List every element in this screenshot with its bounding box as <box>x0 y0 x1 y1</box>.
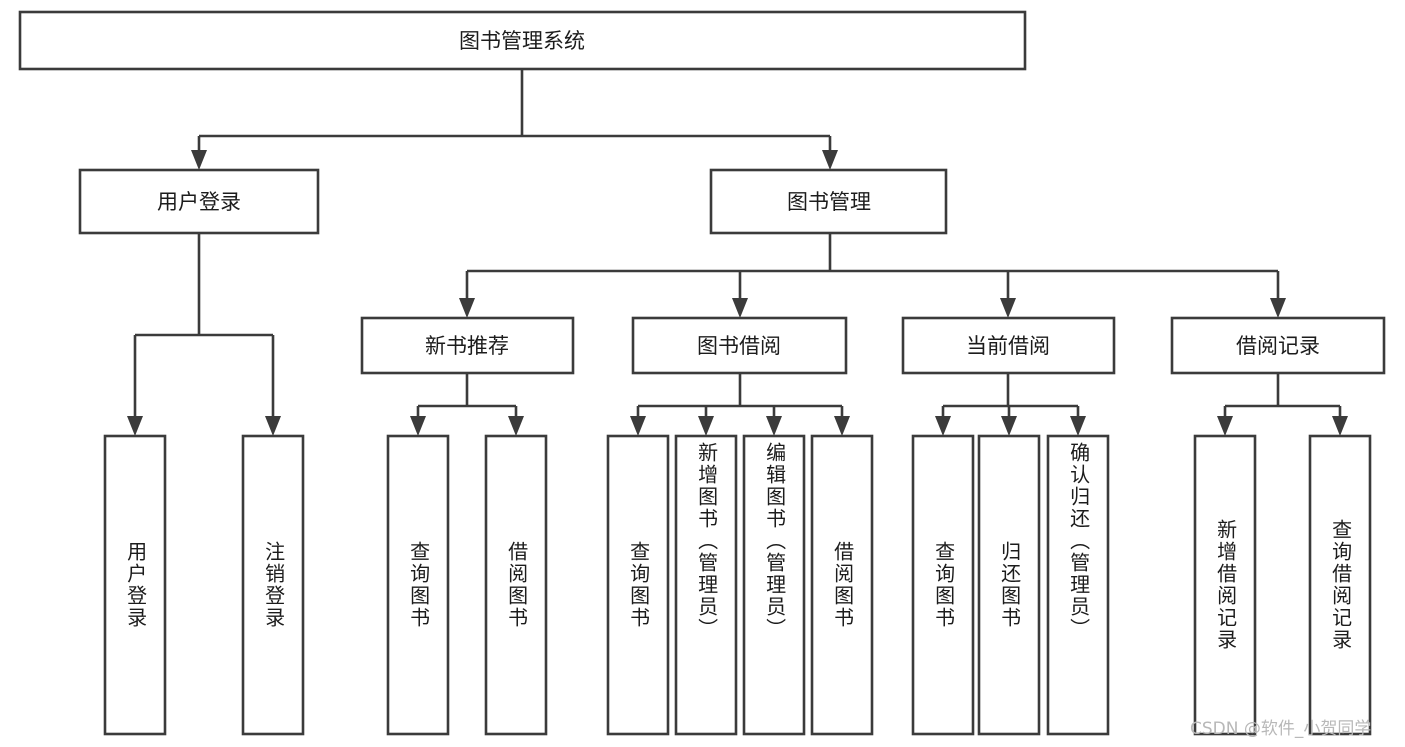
label-user-login: 用户登录 <box>157 190 241 214</box>
leaf-box-query-book-1[interactable] <box>386 434 450 736</box>
arrow-bm-to-new-book-recommend <box>459 298 475 318</box>
label-new-book-recommend: 新书推荐 <box>425 334 509 358</box>
leaf-label-add-record: 新增借阅记录 <box>1213 519 1238 651</box>
arrow-user-login-leaf-1 <box>127 416 143 436</box>
node-book-management[interactable] <box>709 168 948 235</box>
leaf-label-host-query-book-1: 查询图书 <box>388 436 448 734</box>
leaf-label-logout: 注销登录 <box>261 541 286 629</box>
node-current-borrow[interactable] <box>901 316 1116 375</box>
arrow-nbr-leaf-1 <box>410 416 426 436</box>
arrow-root-to-user-login <box>191 150 207 170</box>
arrow-bm-to-current-borrow <box>1000 298 1016 318</box>
leaf-box-confirm-return[interactable] <box>1046 434 1110 736</box>
node-borrow-record[interactable] <box>1170 316 1386 375</box>
leaf-label-host-query-book-2: 查询图书 <box>608 436 668 734</box>
node-book-borrow[interactable] <box>631 316 848 375</box>
leaf-box-return-book[interactable] <box>977 434 1041 736</box>
leaf-box-borrow-book-2[interactable] <box>810 434 874 736</box>
arrow-bm-to-borrow-record <box>1270 298 1286 318</box>
leaf-label-edit-book: 编辑图书（管理员） <box>762 442 787 640</box>
leaf-label-query-book-2: 查询图书 <box>626 541 651 629</box>
arrow-nbr-leaf-2 <box>508 416 524 436</box>
leaf-label-borrow-book-1: 借阅图书 <box>504 541 529 629</box>
leaf-label-confirm-return: 确认归还（管理员） <box>1066 442 1091 640</box>
leaf-label-host-user-login: 用户登录 <box>105 436 165 734</box>
leaf-label-host-query-book-3: 查询图书 <box>913 436 973 734</box>
arrow-cb-leaf-3 <box>1070 416 1086 436</box>
leaf-label-host-add-book: 新增图书（管理员） <box>676 436 736 734</box>
leaf-label-host-add-record: 新增借阅记录 <box>1195 436 1255 734</box>
arrow-cb-leaf-1 <box>935 416 951 436</box>
arrow-root-to-book-management <box>822 150 838 170</box>
node-user-login[interactable] <box>78 168 320 235</box>
leaf-box-query-record[interactable] <box>1308 434 1372 736</box>
leaf-box-add-book[interactable] <box>674 434 738 736</box>
leaf-label-host-edit-book: 编辑图书（管理员） <box>744 436 804 734</box>
leaf-label-query-record: 查询借阅记录 <box>1328 519 1353 651</box>
arrow-bb-leaf-3 <box>766 416 782 436</box>
leaf-box-add-record[interactable] <box>1193 434 1257 736</box>
label-book-management-system: 图书管理系统 <box>459 29 585 53</box>
label-current-borrow: 当前借阅 <box>966 334 1050 358</box>
leaf-label-add-book: 新增图书（管理员） <box>694 442 719 640</box>
leaf-box-query-book-2[interactable] <box>606 434 670 736</box>
leaf-box-logout[interactable] <box>241 434 305 736</box>
leaf-label-host-logout: 注销登录 <box>243 436 303 734</box>
arrow-bb-leaf-2 <box>698 416 714 436</box>
leaf-label-host-borrow-book-2: 借阅图书 <box>812 436 872 734</box>
watermark-text: CSDN @软件_小贺同学 <box>1190 719 1372 739</box>
leaf-label-host-confirm-return: 确认归还（管理员） <box>1048 436 1108 734</box>
leaf-label-borrow-book-2: 借阅图书 <box>830 541 855 629</box>
arrow-bb-leaf-4 <box>834 416 850 436</box>
leaf-box-user-login[interactable] <box>103 434 167 736</box>
arrow-user-login-leaf-2 <box>265 416 281 436</box>
leaf-box-borrow-book-1[interactable] <box>484 434 548 736</box>
leaf-label-host-return-book: 归还图书 <box>979 436 1039 734</box>
node-new-book-recommend[interactable] <box>360 316 575 375</box>
leaf-label-return-book: 归还图书 <box>997 541 1022 629</box>
leaf-box-edit-book[interactable] <box>742 434 806 736</box>
arrow-cb-leaf-2 <box>1001 416 1017 436</box>
leaf-label-host-borrow-book-1: 借阅图书 <box>486 436 546 734</box>
arrow-bm-to-book-borrow <box>732 298 748 318</box>
leaf-label-query-book-1: 查询图书 <box>406 541 431 629</box>
arrow-br-leaf-2 <box>1332 416 1348 436</box>
label-book-borrow: 图书借阅 <box>697 334 781 358</box>
arrow-bb-leaf-1 <box>630 416 646 436</box>
node-book-management-system[interactable] <box>18 10 1027 71</box>
label-book-management: 图书管理 <box>787 190 871 214</box>
leaf-label-user-login: 用户登录 <box>123 541 148 629</box>
arrow-br-leaf-1 <box>1217 416 1233 436</box>
leaf-label-host-query-record: 查询借阅记录 <box>1310 436 1370 734</box>
label-borrow-record: 借阅记录 <box>1236 334 1320 358</box>
leaf-box-query-book-3[interactable] <box>911 434 975 736</box>
leaf-label-query-book-3: 查询图书 <box>931 541 956 629</box>
